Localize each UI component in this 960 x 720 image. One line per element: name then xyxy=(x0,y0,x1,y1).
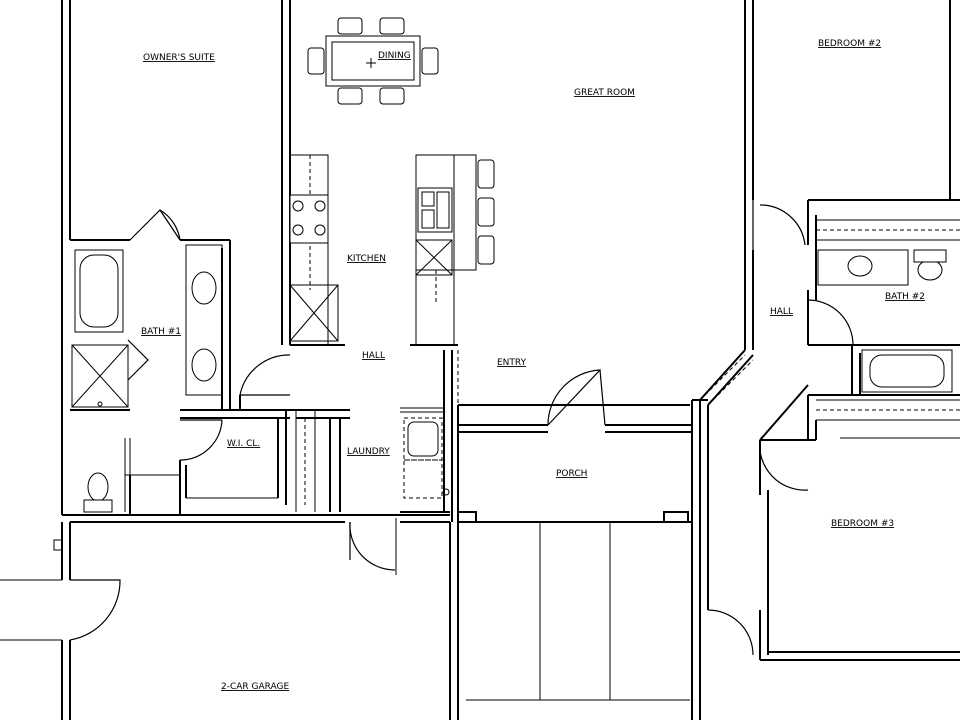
label-bath-2: BATH #2 xyxy=(885,292,925,302)
label-bedroom-3: BEDROOM #3 xyxy=(831,519,894,529)
label-bath-1: BATH #1 xyxy=(141,327,181,337)
room-labels: OWNER'S SUITE DINING GREAT ROOM BEDROOM … xyxy=(141,39,925,692)
label-hall-left: HALL xyxy=(362,351,385,361)
label-bedroom-2: BEDROOM #2 xyxy=(818,39,881,49)
label-owners-suite: OWNER'S SUITE xyxy=(143,53,215,63)
label-great-room: GREAT ROOM xyxy=(574,88,635,98)
fixtures xyxy=(71,17,953,513)
label-kitchen: KITCHEN xyxy=(347,254,386,264)
label-dining: DINING xyxy=(378,51,411,61)
doors xyxy=(69,200,854,656)
label-wi-cl: W.I. CL. xyxy=(227,439,260,449)
label-laundry: LAUNDRY xyxy=(347,447,390,457)
label-entry: ENTRY xyxy=(497,358,527,368)
label-hall-right: HALL xyxy=(770,307,793,317)
label-garage: 2-CAR GARAGE xyxy=(221,682,290,692)
label-porch: PORCH xyxy=(556,469,587,479)
